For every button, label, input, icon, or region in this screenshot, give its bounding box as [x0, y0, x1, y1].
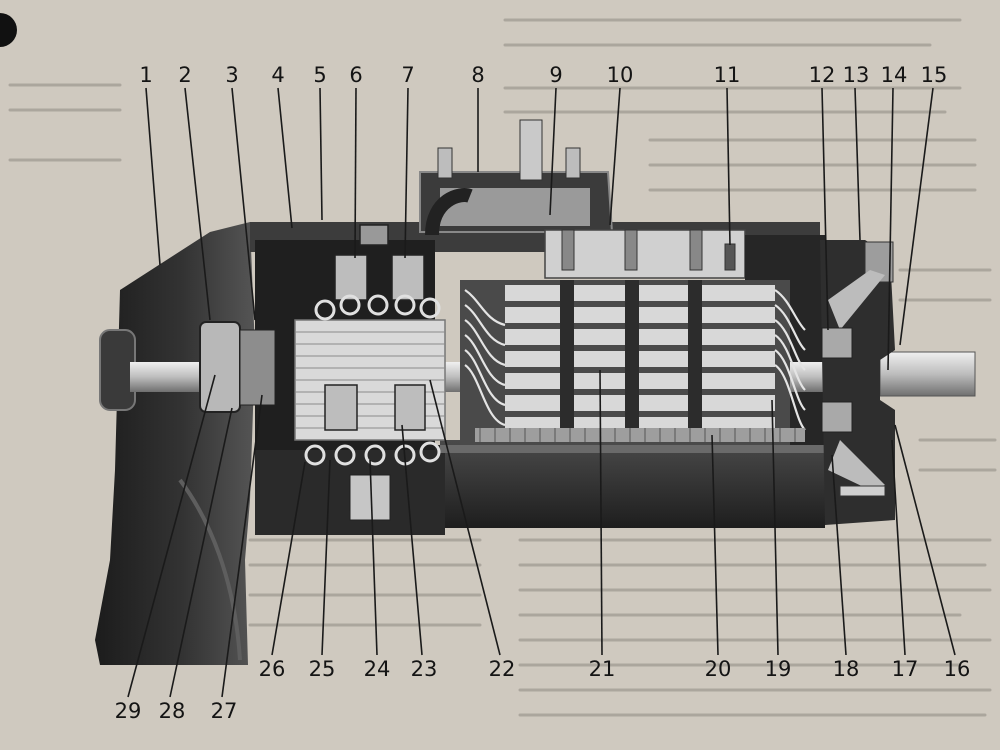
lead-conduit [425, 188, 473, 236]
callout-3: 3 [225, 63, 238, 87]
callout-28: 28 [159, 699, 186, 723]
callout-8: 8 [471, 63, 484, 87]
brush-holders-top [334, 224, 425, 301]
drive-end-web-bottom [828, 440, 885, 490]
base-bolt [349, 474, 391, 521]
armature-bands [560, 280, 702, 440]
frame-highlight [440, 445, 825, 453]
terminal-stud-3 [565, 147, 581, 179]
duct-curve-highlight [178, 478, 242, 661]
callout-12: 12 [809, 63, 836, 87]
terminal-stud-2 [519, 119, 543, 181]
callout-18: 18 [833, 657, 860, 681]
background-text-lines [8, 18, 997, 717]
leader-lines-top [145, 87, 934, 371]
pole-screws [561, 229, 736, 271]
field-coil-strip [475, 428, 805, 442]
callout-24: 24 [364, 657, 391, 681]
end-cap [99, 329, 136, 411]
callout-25: 25 [309, 657, 336, 681]
callouts-top: 1 2 3 4 5 6 7 8 9 10 11 12 13 14 15 [139, 63, 947, 87]
bearing-right [821, 327, 853, 359]
callout-5: 5 [313, 63, 326, 87]
bearing-housing-left [199, 321, 241, 413]
brush-springs-top [314, 294, 441, 321]
hole-punch [0, 13, 17, 47]
callout-23: 23 [411, 657, 438, 681]
bearing-left [239, 329, 276, 406]
winding-ends-right [774, 289, 806, 431]
callout-9: 9 [549, 63, 562, 87]
pole-shoe-block [544, 229, 746, 279]
leader-lines-bottom [127, 369, 956, 698]
callout-11: 11 [714, 63, 741, 87]
callout-26: 26 [259, 657, 286, 681]
callout-13: 13 [843, 63, 870, 87]
callout-1: 1 [139, 63, 152, 87]
frame-body-lower [440, 440, 825, 528]
callout-2: 2 [178, 63, 191, 87]
callout-4: 4 [271, 63, 284, 87]
callout-19: 19 [765, 657, 792, 681]
callout-14: 14 [881, 63, 908, 87]
callout-27: 27 [211, 699, 238, 723]
callout-15: 15 [921, 63, 948, 87]
callout-21: 21 [589, 657, 616, 681]
callout-29: 29 [115, 699, 142, 723]
callout-16: 16 [944, 657, 971, 681]
terminal-stud-1 [437, 147, 453, 179]
callouts-bottom: 29 28 27 26 25 24 23 22 21 20 19 18 17 1… [115, 657, 971, 723]
callout-20: 20 [705, 657, 732, 681]
winding-ends-left [464, 289, 506, 427]
shaft-right-end [879, 351, 976, 397]
bearing-right-lower [821, 401, 853, 433]
callout-6: 6 [349, 63, 362, 87]
callout-22: 22 [489, 657, 516, 681]
drive-end-web-top [828, 270, 885, 330]
callout-10: 10 [607, 63, 634, 87]
callout-7: 7 [401, 63, 414, 87]
drive-end-screw [839, 485, 886, 497]
callout-17: 17 [892, 657, 919, 681]
